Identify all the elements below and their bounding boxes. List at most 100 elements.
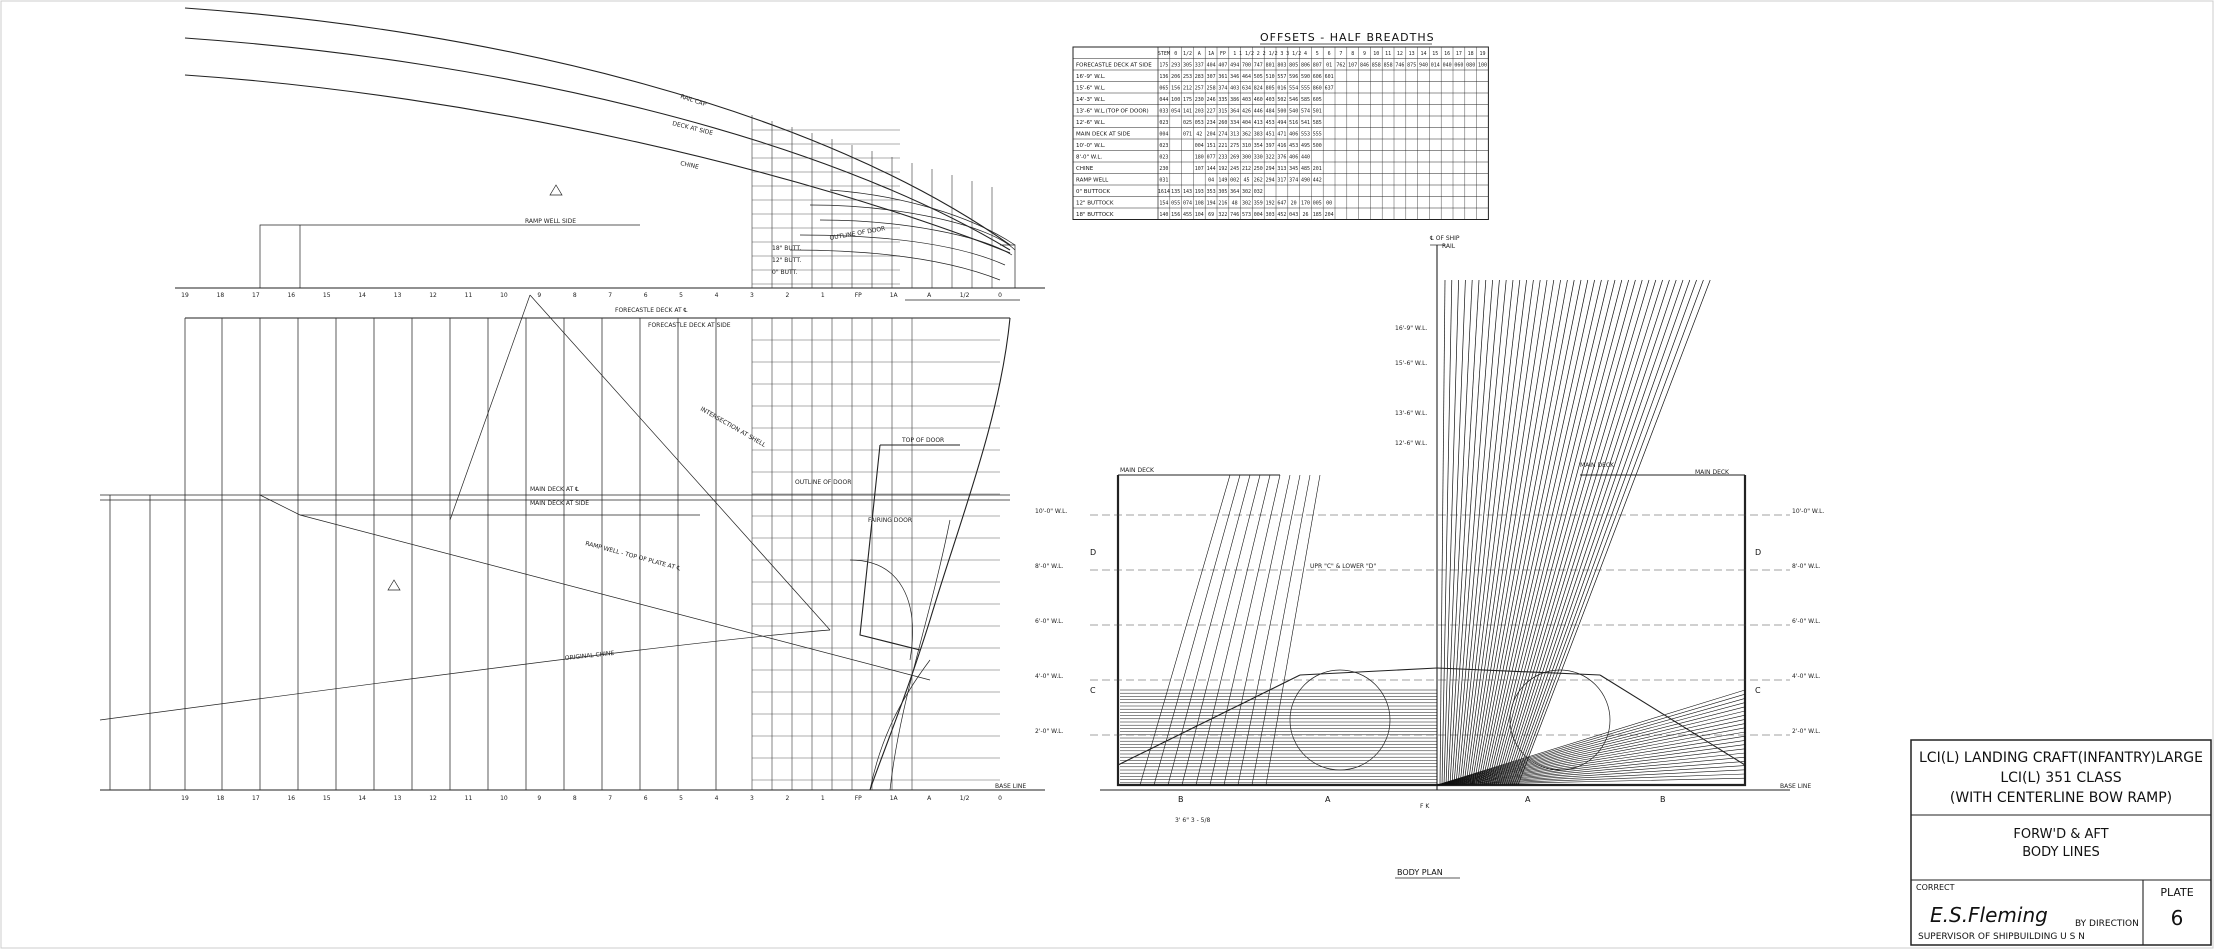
table-cell: 221 <box>1218 143 1227 149</box>
table-cell: 204 <box>1207 132 1216 138</box>
table-header-cell: 12 <box>1397 51 1403 57</box>
table-cell: 014 <box>1431 63 1440 69</box>
table-cell: 302 <box>1242 189 1251 195</box>
table-row-label: 14'-3" W.L. <box>1076 97 1106 103</box>
table-cell: 555 <box>1301 86 1310 92</box>
table-cell: 310 <box>1242 143 1251 149</box>
station-number: 17 <box>252 795 260 802</box>
main-deck-side-label: MAIN DECK AT SIDE <box>530 500 589 507</box>
station-number: 6 <box>644 292 648 299</box>
table-cell: 005 <box>1313 201 1322 207</box>
title-line-3: (WITH CENTERLINE BOW RAMP) <box>1950 790 2172 806</box>
table-header-cell: 2 <box>1257 51 1260 57</box>
table-cell: 407 <box>1218 63 1227 69</box>
table-cell: 016 <box>1277 86 1286 92</box>
station-number: A <box>927 292 932 299</box>
table-cell: 801 <box>1266 63 1275 69</box>
table-cell: 440 <box>1301 155 1310 161</box>
table-cell: 383 <box>1254 132 1263 138</box>
table-cell: 233 <box>1218 155 1227 161</box>
table-cell: 206 <box>1171 74 1180 80</box>
upper-waterline-label: 13'-6" W.L. <box>1395 410 1427 417</box>
station-number: 1A <box>890 292 899 299</box>
station-number: 15 <box>323 795 331 802</box>
outline-of-door-label: OUTLINE OF DOOR <box>795 479 851 486</box>
station-number: 11 <box>465 292 473 299</box>
upr-lower-label: UPR "C" & LOWER "D" <box>1310 563 1376 570</box>
outline-plan-label: OUTLINE OF DOOR <box>829 225 886 242</box>
table-cell: 20 <box>1291 201 1297 207</box>
table-cell: 69 <box>1208 212 1214 218</box>
table-cell: 023 <box>1159 143 1168 149</box>
table-cell: 495 <box>1301 143 1310 149</box>
table-row-label: 13'-6" W.L.(TOP OF DOOR) <box>1076 109 1149 115</box>
table-cell: 227 <box>1207 109 1216 115</box>
station-number: 4 <box>715 795 719 802</box>
table-cell: 317 <box>1277 178 1286 184</box>
table-header-cell: 2 1/2 <box>1263 51 1278 57</box>
table-cell: 502 <box>1277 97 1286 103</box>
table-cell: 104 <box>1195 212 1204 218</box>
section-letter: A <box>1525 795 1531 804</box>
table-cell: 192 <box>1218 166 1227 172</box>
upper-waterline-label: 16'-9" W.L. <box>1395 325 1427 332</box>
station-number: 8 <box>573 292 577 299</box>
table-header-cell: 14 <box>1420 51 1426 57</box>
table-cell: 257 <box>1195 86 1204 92</box>
table-cell: 860 <box>1313 86 1322 92</box>
table-cell: 260 <box>1218 120 1227 126</box>
table-cell: 700 <box>1242 63 1251 69</box>
table-cell: 032 <box>1254 189 1263 195</box>
table-cell: 746 <box>1395 63 1404 69</box>
table-cell: 453 <box>1266 120 1275 126</box>
table-cell: 416 <box>1277 143 1286 149</box>
table-cell: 455 <box>1183 212 1192 218</box>
table-cell: 193 <box>1195 189 1204 195</box>
plan-chine-label: CHINE <box>680 160 700 171</box>
table-cell: 023 <box>1159 120 1168 126</box>
table-header-cell: 6 <box>1328 51 1331 57</box>
table-cell: 004 <box>1159 132 1168 138</box>
table-cell: 42 <box>1196 132 1202 138</box>
station-number: 7 <box>608 795 612 802</box>
table-header-cell: 19 <box>1479 51 1485 57</box>
table-cell: 590 <box>1301 74 1310 80</box>
table-header-cell: 1 1/2 <box>1239 51 1254 57</box>
table-cell: 805 <box>1266 86 1275 92</box>
station-number: 3 <box>750 292 754 299</box>
table-cell: 746 <box>1230 212 1239 218</box>
table-cell: 216 <box>1218 201 1227 207</box>
table-cell: 043 <box>1289 212 1298 218</box>
table-cell: 426 <box>1242 109 1251 115</box>
table-cell: 025 <box>1183 120 1192 126</box>
table-header-cell: 18 <box>1468 51 1474 57</box>
table-header-cell: 1 <box>1233 51 1236 57</box>
top-of-door-label: TOP OF DOOR <box>901 437 944 444</box>
table-row-label: 15'-6" W.L. <box>1076 86 1106 92</box>
table-cell: 807 <box>1313 63 1322 69</box>
station-number: 14 <box>358 795 366 802</box>
table-cell: 353 <box>1207 189 1216 195</box>
body-plan: 10'-0" W.L.10'-0" W.L.8'-0" W.L.8'-0" W.… <box>1035 235 1824 879</box>
table-cell: 846 <box>1360 63 1369 69</box>
table-header-cell: 4 <box>1304 51 1307 57</box>
table-row-label: 8'-0" W.L. <box>1076 155 1102 161</box>
rail-cap-label: RAIL CAP <box>679 93 707 108</box>
main-deck-cl-label: MAIN DECK AT ℄ <box>530 486 579 493</box>
table-row-label: 10'-0" W.L. <box>1076 143 1106 149</box>
table-cell: 074 <box>1183 201 1192 207</box>
table-cell: 100 <box>1478 63 1487 69</box>
table-cell: 501 <box>1313 109 1322 115</box>
butt-18-label: 18" BUTT. <box>772 245 801 252</box>
table-header-cell: 5 <box>1316 51 1319 57</box>
station-number: 8 <box>573 795 577 802</box>
table-cell: 747 <box>1254 63 1263 69</box>
table-cell: 107 <box>1348 63 1357 69</box>
table-cell: 573 <box>1242 212 1251 218</box>
table-cell: 250 <box>1254 166 1263 172</box>
signature: E.S.Fleming <box>1930 903 2048 927</box>
table-cell: 004 <box>1254 212 1263 218</box>
waterline-label-right: 4'-0" W.L. <box>1792 673 1821 680</box>
table-cell: 555 <box>1313 132 1322 138</box>
section-letter: D <box>1755 548 1761 557</box>
